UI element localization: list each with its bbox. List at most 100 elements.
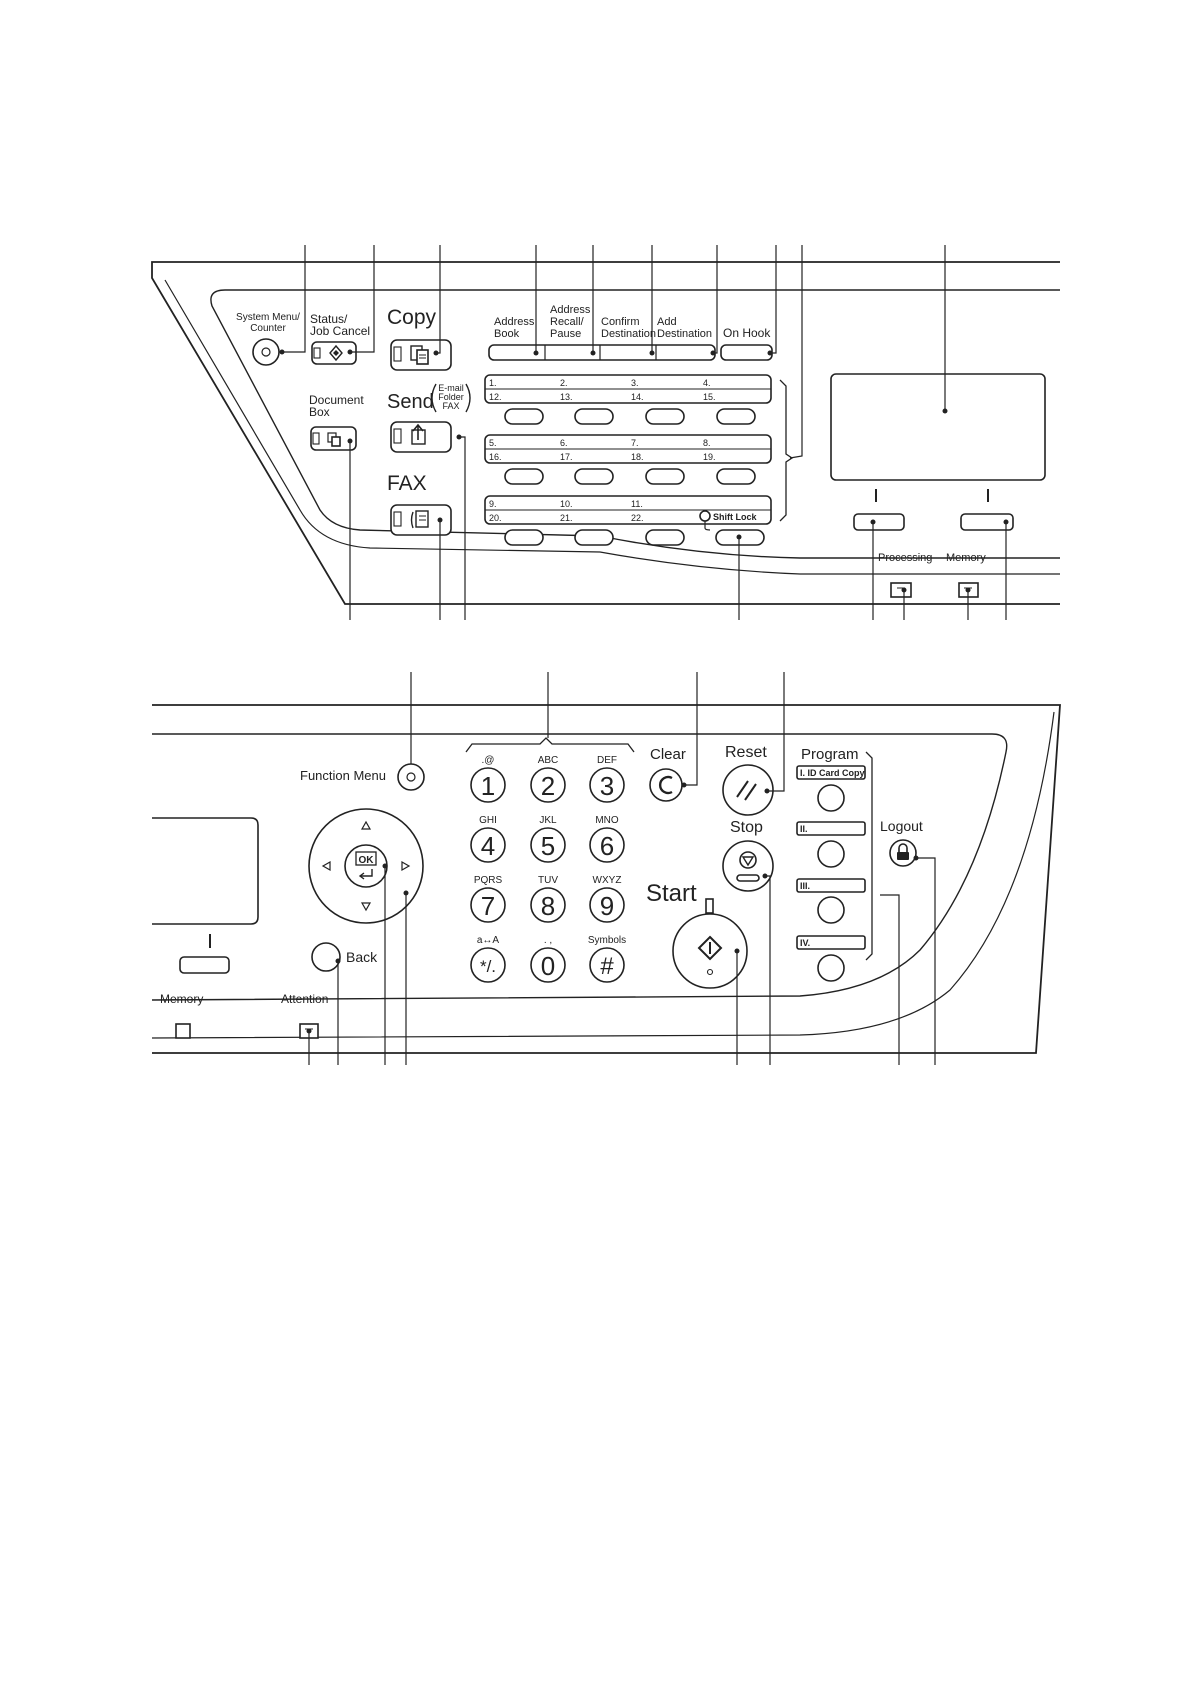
key-letters-label: .@ [482, 755, 495, 766]
right-arrow-icon [401, 860, 411, 872]
on-hook-key[interactable] [720, 344, 773, 361]
numeric-key-5[interactable]: 5 [530, 827, 566, 863]
stop-key[interactable] [722, 840, 774, 892]
program-key-1[interactable] [817, 784, 845, 812]
one-touch-label: 1. [489, 378, 497, 388]
key-digit: 7 [481, 891, 495, 921]
copy-key[interactable] [390, 339, 452, 371]
one-touch-block-1: 1. 2. 3. 4. 12. 13. 14. 15. [484, 374, 772, 404]
one-touch-label: 17. [560, 452, 573, 462]
function-menu-key[interactable] [397, 763, 425, 791]
one-touch-key[interactable] [504, 468, 544, 485]
add-destination-key[interactable] [656, 345, 715, 360]
callout-leaders-bottom-bottom [306, 855, 936, 1065]
stop-label: Stop [730, 819, 763, 836]
right-select-key[interactable] [960, 513, 1014, 531]
ok-label: OK [359, 855, 375, 866]
numeric-key-2[interactable]: 2 [530, 767, 566, 803]
numeric-key-0[interactable]: 0 [530, 947, 566, 983]
ok-key[interactable]: OK [344, 844, 388, 888]
one-touch-key[interactable] [574, 468, 614, 485]
status-label: Status/ [310, 312, 348, 326]
one-touch-key[interactable] [504, 408, 544, 425]
callout-leaders-top [279, 245, 948, 459]
system-menu-label: System Menu/ [236, 312, 300, 323]
start-label: Start [646, 880, 697, 907]
confirm-destination-key[interactable] [600, 345, 656, 360]
panel-bottom-ridge [151, 711, 1055, 1039]
key-letters-label: MNO [595, 815, 619, 826]
reset-key[interactable] [722, 764, 774, 816]
status-job-cancel-key[interactable] [311, 341, 357, 365]
key-digit: 4 [481, 831, 495, 861]
document-box-label-1: Document [309, 393, 364, 407]
address-book-label-1: Address [494, 316, 535, 328]
key-digit: # [600, 953, 614, 980]
one-touch-label: 18. [631, 452, 644, 462]
shift-lock-label: Shift Lock [713, 512, 757, 522]
one-touch-key[interactable] [716, 468, 756, 485]
one-touch-label: 11. [631, 499, 643, 509]
numeric-key-3[interactable]: 3 [589, 767, 625, 803]
one-touch-key[interactable] [574, 529, 614, 546]
document-box-label-2: Box [309, 405, 330, 419]
one-touch-block-2: 5. 6. 7. 8. 16. 17. 18. 19. [484, 434, 772, 464]
document-box-key[interactable] [310, 426, 357, 451]
numeric-key-8[interactable]: 8 [530, 887, 566, 923]
reset-label: Reset [725, 744, 767, 761]
program-key-4[interactable] [817, 954, 845, 982]
start-diamond-icon [697, 935, 723, 961]
left-select-key[interactable] [853, 513, 905, 531]
send-bracket-right [465, 383, 471, 413]
one-touch-key[interactable] [645, 468, 685, 485]
program-key-3[interactable] [817, 896, 845, 924]
hash-key[interactable]: # [589, 947, 625, 983]
logout-key[interactable] [889, 839, 917, 867]
send-target-folder: Folder [438, 392, 464, 402]
back-key[interactable] [311, 942, 341, 972]
clear-label: Clear [650, 746, 686, 763]
system-menu-counter-key[interactable] [252, 338, 280, 366]
one-touch-key[interactable] [645, 408, 685, 425]
one-touch-label: 20. [489, 513, 502, 523]
left-arrow-icon [321, 860, 331, 872]
asterisk-period-key[interactable]: */. [470, 947, 506, 983]
on-hook-label: On Hook [723, 326, 771, 340]
one-touch-block-3: 9. 10. 11. 20. 21. 22. Shift Lock [484, 495, 772, 525]
send-bracket-left [431, 383, 437, 413]
copy-icon [410, 345, 429, 365]
one-touch-key[interactable] [574, 408, 614, 425]
add-destination-label-1: Add [657, 316, 677, 328]
program-bracket [865, 751, 873, 961]
one-touch-key[interactable] [716, 408, 756, 425]
reset-slash-icon [736, 780, 757, 801]
back-label: Back [346, 949, 378, 965]
address-book-label-2: Book [494, 328, 520, 340]
panel-top-ridge [164, 279, 1060, 575]
program-key-3-label: III. [800, 881, 810, 891]
one-touch-label: 7. [631, 438, 639, 448]
one-touch-key[interactable] [645, 529, 685, 546]
numeric-key-4[interactable]: 4 [470, 827, 506, 863]
program-label-strip-3 [796, 878, 866, 893]
numeric-key-1[interactable]: 1 [470, 767, 506, 803]
key-letters-label: GHI [479, 815, 497, 826]
key-letters-label: . , [544, 935, 552, 946]
one-touch-key[interactable] [504, 529, 544, 546]
clear-key[interactable] [649, 768, 683, 802]
key-digit: 3 [600, 771, 614, 801]
key-digit: 8 [541, 891, 555, 921]
numeric-key-7[interactable]: 7 [470, 887, 506, 923]
start-key[interactable] [672, 913, 748, 989]
program-key-2[interactable] [817, 840, 845, 868]
send-key[interactable] [390, 421, 452, 453]
logout-label: Logout [880, 818, 923, 834]
fax-key[interactable] [390, 504, 452, 536]
document-box-icon [327, 432, 341, 447]
numeric-key-6[interactable]: 6 [589, 827, 625, 863]
one-touch-label: 21. [560, 513, 573, 523]
left-select-key[interactable] [179, 956, 230, 974]
numeric-key-9[interactable]: 9 [589, 887, 625, 923]
key-digit: 0 [541, 951, 555, 981]
address-recall-label-1: Address [550, 304, 591, 316]
